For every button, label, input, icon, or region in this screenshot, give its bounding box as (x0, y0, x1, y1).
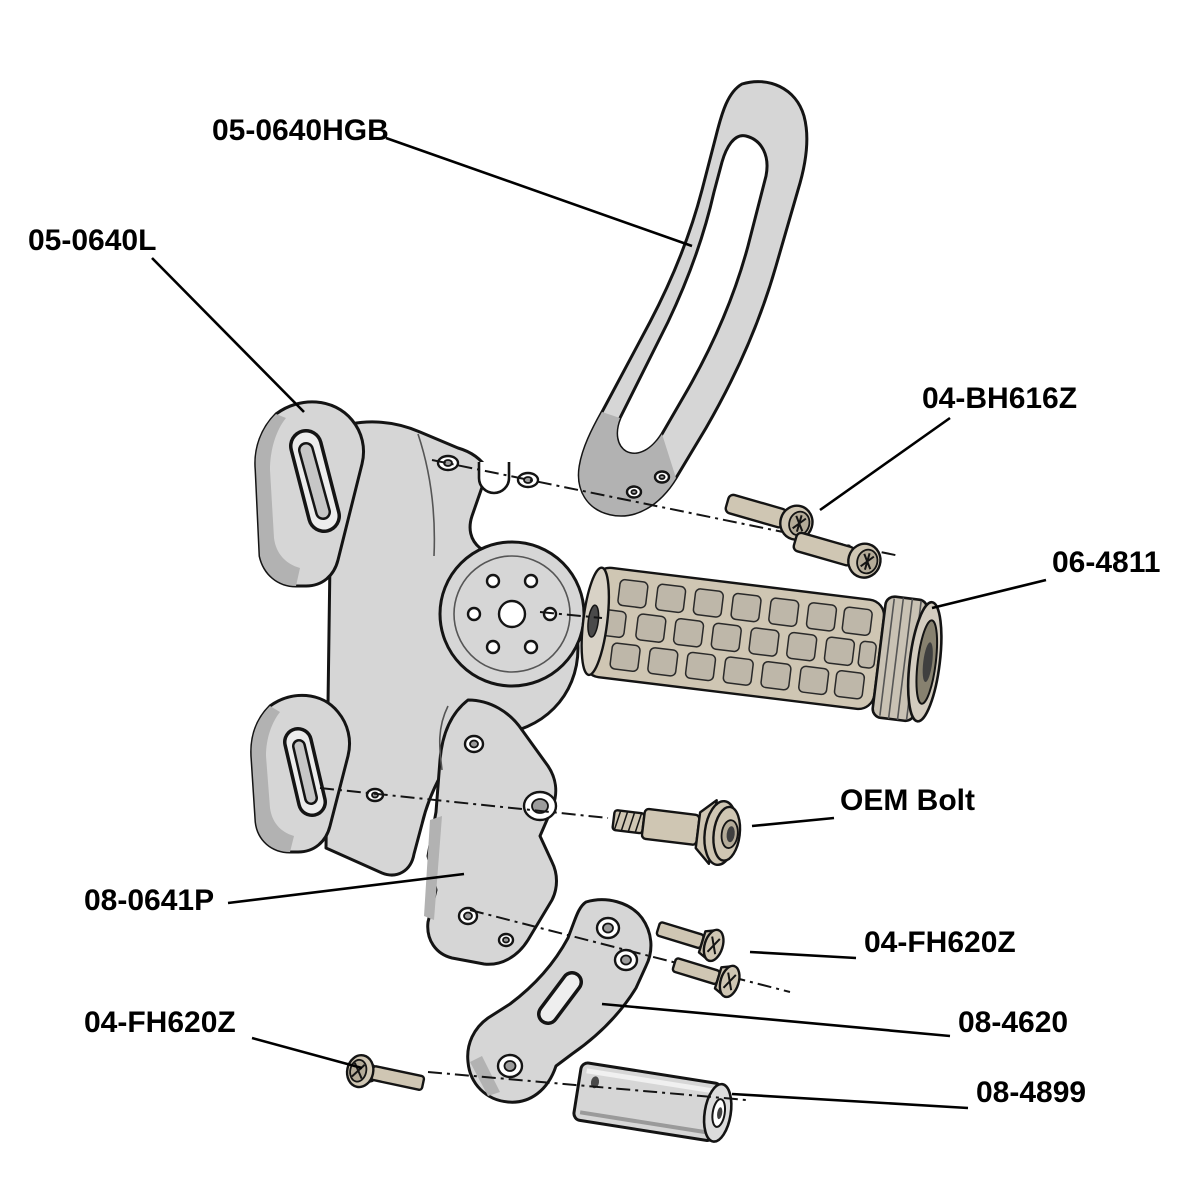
leader-shift-plate (227, 872, 465, 905)
label-link-arm: 08-4620 (958, 1006, 1068, 1039)
link-arm-slot (537, 971, 583, 1025)
part-labels: 05-0640HGB 05-0640L 04-BH616Z 06-4811 OE… (28, 114, 1160, 1109)
part-main-bracket (250, 400, 586, 877)
part-flat-head-bolt-left (345, 1054, 426, 1091)
part-button-head-bolt-1 (724, 493, 814, 541)
footpeg-end-collar (871, 595, 943, 723)
label-footpeg: 06-4811 (1052, 546, 1160, 579)
leader-button-head-bolts (819, 416, 951, 512)
footpeg-knurl (599, 578, 877, 700)
leader-oem-bolt (751, 816, 835, 828)
leader-lines (151, 136, 1047, 1110)
leader-heel-guard (385, 136, 693, 248)
part-shift-plate (424, 698, 558, 966)
part-button-head-bolt-2 (792, 531, 882, 579)
label-main-bracket: 05-0640L (28, 224, 156, 257)
leader-main-bracket (151, 257, 305, 413)
top-lobe-slot (289, 429, 341, 533)
leader-flat-head-bolt-left (251, 1036, 363, 1070)
label-button-head-bolts: 04-BH616Z (922, 382, 1077, 415)
part-heel-guard-bracket (577, 80, 809, 517)
part-spacer (572, 1061, 733, 1143)
part-flat-head-bolt-right-1 (655, 921, 725, 963)
footpeg-left-hole (587, 604, 600, 638)
label-oem-bolt: OEM Bolt (840, 784, 975, 817)
leader-footpeg (931, 578, 1047, 610)
label-flat-head-bolt-left: 04-FH620Z (84, 1006, 236, 1039)
bracket-notch (477, 462, 511, 495)
bottom-lobe-slot (283, 727, 327, 817)
leader-link-arm (601, 1002, 951, 1038)
label-shift-plate: 08-0641P (84, 884, 214, 917)
link-arm-holes (496, 916, 639, 1079)
spacer-pin-hole (590, 1076, 600, 1089)
leader-flat-head-bolts-right (749, 950, 857, 960)
label-spacer: 08-4899 (976, 1076, 1086, 1109)
part-flat-head-bolt-right-2 (671, 957, 741, 999)
label-heel-guard-bracket: 05-0640HGB (212, 114, 389, 147)
part-footpeg (580, 566, 943, 723)
label-flat-head-bolts-right: 04-FH620Z (864, 926, 1016, 959)
part-oem-bolt (611, 799, 742, 867)
leader-spacer (731, 1092, 969, 1110)
part-link-arm (466, 898, 653, 1104)
heel-guard-foot-holes (625, 470, 671, 499)
bracket-boss (438, 540, 586, 688)
shift-plate-holes (457, 734, 558, 948)
